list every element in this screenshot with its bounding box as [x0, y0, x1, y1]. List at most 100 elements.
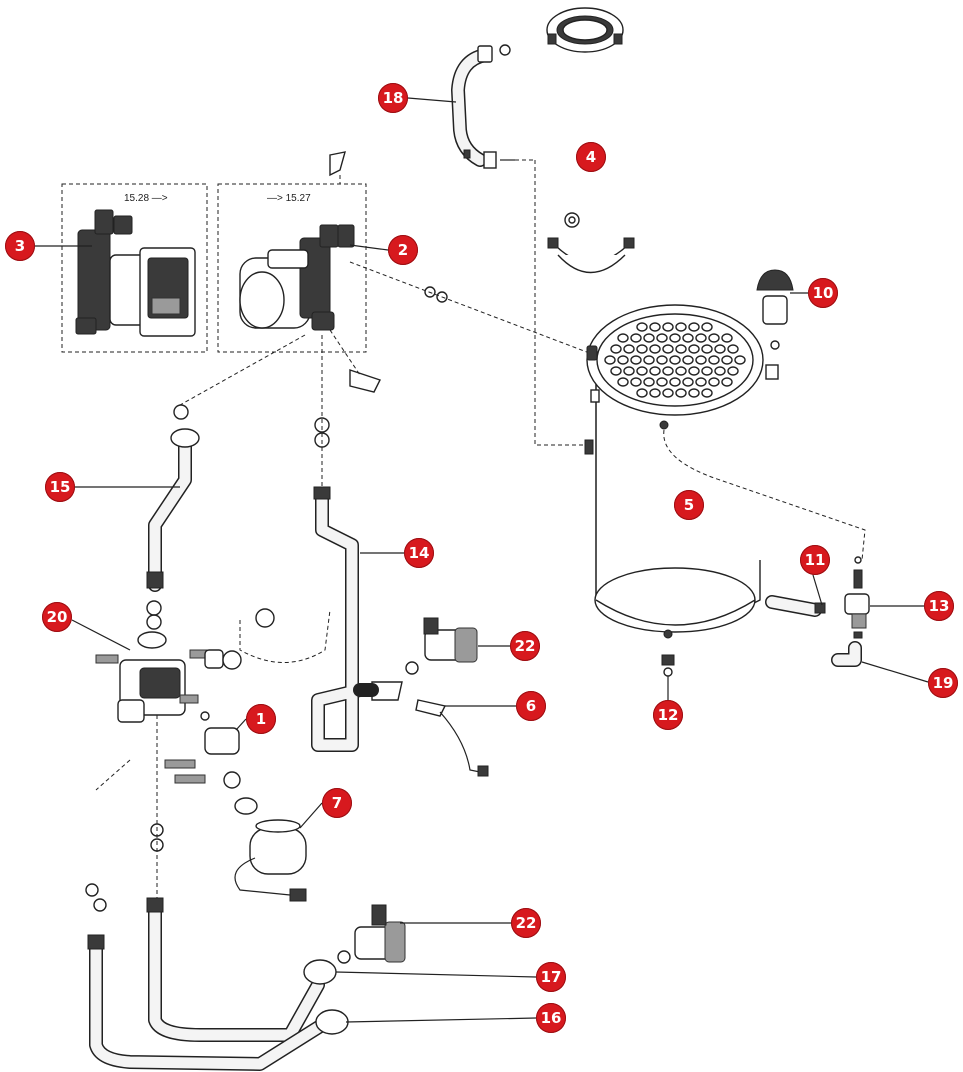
plate-hole: [695, 355, 707, 365]
plate-hole: [688, 322, 700, 332]
plate-hole: [675, 388, 687, 398]
part-7-motor: [223, 771, 307, 902]
part-16-pipe: [87, 934, 349, 1071]
heat-exchanger-holes: [604, 322, 746, 398]
plate-hole: [688, 388, 700, 398]
plate-hole: [721, 355, 733, 365]
part-18-pipe: [451, 44, 515, 169]
part-11-pipe: [765, 595, 826, 617]
callout-11: 11: [800, 545, 830, 575]
plate-hole: [727, 344, 739, 354]
part-19-fitting: [831, 631, 863, 667]
callout-17: 17: [536, 962, 566, 992]
plate-hole: [714, 366, 726, 376]
plate-hole: [701, 366, 713, 376]
plate-hole: [630, 377, 642, 387]
plate-hole: [610, 366, 622, 376]
plate-hole: [734, 355, 746, 365]
plate-hole: [662, 322, 674, 332]
plate-hole: [721, 377, 733, 387]
plate-hole: [630, 355, 642, 365]
plate-hole: [643, 377, 655, 387]
pump-box-right-label: —> 15.27: [267, 193, 311, 204]
plate-hole: [656, 333, 668, 343]
pump-box-left: [61, 183, 208, 353]
plate-hole: [649, 366, 661, 376]
part-1-valve: [164, 711, 240, 784]
part-6-sensor: [415, 699, 489, 777]
callout-22a: 22: [510, 631, 540, 661]
callout-15: 15: [45, 472, 75, 502]
plate-hole: [662, 388, 674, 398]
callout-13: 13: [924, 591, 954, 621]
plate-hole: [682, 333, 694, 343]
part-10-cap: [756, 269, 794, 380]
pump-box-left-label: 15.28 —>: [124, 193, 168, 204]
plate-hole: [708, 377, 720, 387]
callout-4: 4: [576, 142, 606, 172]
plate-hole: [669, 333, 681, 343]
callout-2: 2: [388, 235, 418, 265]
part-22-valve-lower: [337, 904, 406, 964]
plate-hole: [688, 366, 700, 376]
plate-hole: [688, 344, 700, 354]
ring-clamp-top: [546, 7, 624, 53]
plate-hole: [649, 344, 661, 354]
plate-hole: [617, 355, 629, 365]
callout-14: 14: [404, 538, 434, 568]
callout-6: 6: [516, 691, 546, 721]
leader-lines: [35, 97, 929, 1023]
callout-22b: 22: [511, 908, 541, 938]
plate-hole: [636, 388, 648, 398]
plate-hole: [662, 344, 674, 354]
part-20-block: [95, 600, 331, 723]
callout-7: 7: [322, 788, 352, 818]
plate-hole: [701, 322, 713, 332]
plate-hole: [623, 344, 635, 354]
plate-hole: [643, 355, 655, 365]
plate-hole: [682, 355, 694, 365]
part-3-pump: [75, 209, 196, 337]
part-13-valve: [844, 556, 870, 629]
part-5-tank: [584, 304, 866, 639]
callout-3: 3: [5, 231, 35, 261]
plate-hole: [617, 333, 629, 343]
plate-hole: [695, 377, 707, 387]
plate-hole: [669, 355, 681, 365]
plate-hole: [610, 344, 622, 354]
callout-10: 10: [808, 278, 838, 308]
plate-hole: [656, 355, 668, 365]
plate-hole: [701, 388, 713, 398]
plate-hole: [708, 333, 720, 343]
plate-hole: [682, 377, 694, 387]
plate-hole: [675, 366, 687, 376]
part-17-pipe: [146, 897, 337, 1042]
plate-hole: [721, 333, 733, 343]
callout-12: 12: [653, 700, 683, 730]
plate-hole: [623, 366, 635, 376]
part-2-pump: [239, 151, 381, 393]
part-22-valve-upper: [353, 617, 478, 701]
plate-hole: [630, 333, 642, 343]
callout-18: 18: [378, 83, 408, 113]
plate-hole: [727, 366, 739, 376]
part-14-pipe: [311, 486, 367, 752]
part-15-pipe: [146, 428, 200, 592]
plate-hole: [669, 377, 681, 387]
plate-hole: [708, 355, 720, 365]
callout-19: 19: [928, 668, 958, 698]
callout-20: 20: [42, 602, 72, 632]
part-12-drain: [661, 654, 675, 677]
plate-hole: [656, 377, 668, 387]
callout-16: 16: [536, 1003, 566, 1033]
plate-hole: [636, 366, 648, 376]
plate-hole: [714, 344, 726, 354]
callout-5: 5: [674, 490, 704, 520]
plate-hole: [604, 355, 616, 365]
plate-hole: [675, 322, 687, 332]
part-4-clamp: [547, 212, 635, 274]
plate-hole: [617, 377, 629, 387]
plate-hole: [649, 322, 661, 332]
plate-hole: [636, 322, 648, 332]
